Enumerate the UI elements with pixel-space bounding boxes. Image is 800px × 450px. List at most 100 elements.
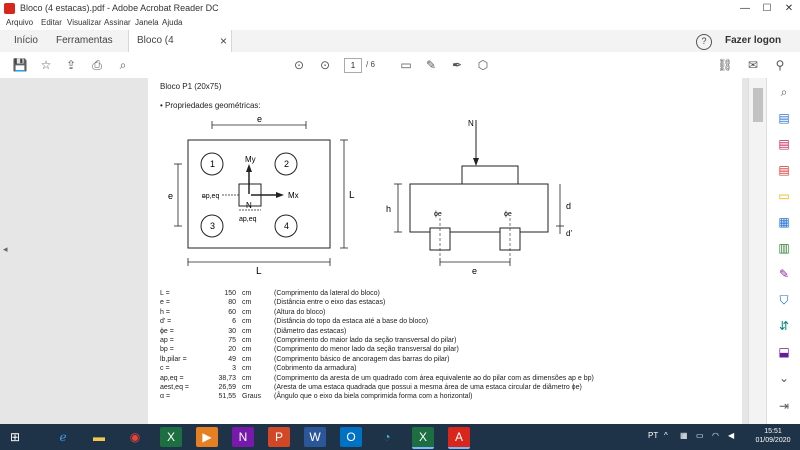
pile-1: [200, 152, 224, 176]
n-label: N: [246, 201, 252, 210]
page-heading: Bloco P1 (20x75): [160, 82, 222, 91]
section-d-prime-label: d': [566, 229, 572, 238]
save-icon[interactable]: 💾: [12, 58, 28, 72]
menu-item-ajuda[interactable]: Ajuda: [162, 18, 183, 27]
menu-item-janela[interactable]: Janela: [135, 18, 159, 27]
close-button[interactable]: ✕: [784, 3, 794, 14]
taskbar-clock[interactable]: 15:51 01/09/2020: [748, 427, 798, 445]
media-player-icon[interactable]: ▶: [196, 427, 218, 447]
tray-chevron-icon[interactable]: ^: [664, 431, 668, 440]
pile-2: [274, 152, 298, 176]
comment-icon[interactable]: ▭: [400, 58, 412, 72]
tray-volume-icon[interactable]: ◀: [728, 431, 735, 440]
tray-network-icon[interactable]: ▦: [680, 431, 688, 440]
page-number-input[interactable]: 1: [344, 58, 362, 73]
left-panel-toggle-icon[interactable]: ◂: [3, 244, 8, 254]
menu-item-visualizar[interactable]: Visualizar: [67, 18, 102, 27]
print-icon[interactable]: ⎙: [92, 58, 102, 72]
menu-item-editar[interactable]: Editar: [41, 18, 62, 27]
comment-tool-icon[interactable]: ▭: [778, 189, 790, 203]
section-phi-right-label: ϕe: [504, 211, 512, 218]
search-icon[interactable]: ⌕: [780, 85, 788, 99]
pdf-page: Bloco P1 (20x75) • Propriedades geométri…: [148, 78, 742, 424]
pile-2-label: 2: [284, 159, 289, 169]
menu-item-arquivo[interactable]: Arquivo: [6, 18, 34, 27]
page-down-icon[interactable]: ⊙: [319, 58, 331, 72]
bookmark-star-icon[interactable]: ☆: [40, 58, 52, 72]
page-total: / 6: [366, 60, 375, 69]
dim-L-right-label: L: [349, 190, 355, 201]
vertical-scrollbar[interactable]: [748, 78, 767, 424]
sign-in-button[interactable]: Fazer logon: [725, 35, 782, 46]
add-user-icon[interactable]: ⚲: [775, 58, 785, 72]
create-pdf-icon[interactable]: ▤: [778, 137, 790, 151]
clock-time: 15:51: [764, 428, 782, 435]
title-bar: Bloco (4 estacas).pdf - Adobe Acrobat Re…: [0, 0, 800, 19]
windows-taskbar: ⊞ ℯ ▬ ◉ X ▶ N P W O ◔ X A PT ^ ▦ ▭ ◠ ◀ 1…: [0, 424, 800, 450]
help-icon[interactable]: ?: [696, 34, 712, 50]
upload-cloud-icon[interactable]: ⇪: [65, 58, 77, 72]
tab-close-icon[interactable]: ×: [220, 34, 228, 48]
share-link-icon[interactable]: ⛓: [717, 58, 733, 72]
edit-pdf-icon[interactable]: ▤: [778, 163, 790, 177]
scrollbar-thumb[interactable]: [753, 88, 763, 122]
edge-browser-icon[interactable]: ◔: [383, 430, 391, 444]
email-icon[interactable]: ✉: [747, 58, 759, 72]
chrome-icon[interactable]: ◉: [129, 430, 141, 444]
page-up-icon[interactable]: ⊙: [293, 58, 305, 72]
tray-wifi-icon[interactable]: ◠: [712, 431, 719, 440]
tray-battery-icon[interactable]: ▭: [696, 431, 704, 440]
word-icon[interactable]: W: [304, 427, 326, 447]
chevron-down-icon[interactable]: ⌄: [778, 371, 790, 385]
protect-shield-icon[interactable]: ⛉: [779, 293, 789, 307]
file-explorer-icon[interactable]: ▬: [93, 430, 105, 444]
toolbar: 💾 ☆ ⇪ ⎙ ⌕ ⊙ ⊙ ▭ ✎ ✒ ⬡ ⛓ ✉ ⚲: [0, 52, 800, 79]
page-subheading: • Propriedades geométricas:: [160, 101, 261, 110]
acrobat-logo-icon: [4, 3, 15, 14]
optimize-icon[interactable]: ⇵: [778, 319, 790, 333]
export-pdf-icon[interactable]: ▤: [778, 111, 790, 125]
minimize-button[interactable]: —: [740, 3, 750, 14]
excel-icon[interactable]: X: [160, 427, 182, 447]
maximize-button[interactable]: ☐: [762, 3, 772, 14]
fill-sign-icon[interactable]: ⬡: [477, 58, 489, 72]
language-indicator[interactable]: PT: [648, 431, 659, 440]
tab-document[interactable]: Bloco (4 estacas).pdf: [128, 30, 232, 68]
excel-active-icon[interactable]: X: [412, 427, 434, 449]
section-d-label: d: [566, 201, 571, 211]
right-tools-panel: ⌕ ▤ ▤ ▤ ▭ ▦ ▥ ✎ ⛉ ⇵ ⬓ ⌄ ⇥: [766, 78, 800, 424]
start-windows-icon[interactable]: ⊞: [9, 430, 21, 444]
zoom-search-icon[interactable]: ⌕: [119, 58, 127, 72]
section-n-label: N: [468, 119, 474, 128]
highlight-pen-icon[interactable]: ✎: [425, 58, 437, 72]
section-phi-left-label: ϕe: [434, 211, 442, 218]
organize-pages-icon[interactable]: ▥: [778, 241, 790, 255]
combine-files-icon[interactable]: ▦: [778, 215, 790, 229]
pile-4-label: 4: [284, 221, 289, 231]
mx-label: Mx: [288, 191, 299, 200]
more-tools-icon[interactable]: ⬓: [778, 345, 790, 359]
outlook-icon[interactable]: O: [340, 427, 362, 447]
tab-tools[interactable]: Ferramentas: [56, 35, 113, 46]
acrobat-taskbar-icon[interactable]: A: [448, 427, 470, 449]
fill-sign-tool-icon[interactable]: ✎: [778, 267, 790, 281]
pile-3: [200, 214, 224, 238]
menu-item-assinar[interactable]: Assinar: [104, 18, 131, 27]
section-e-label: e: [472, 266, 477, 276]
ie-browser-icon[interactable]: ℯ: [59, 430, 67, 444]
collapse-panel-icon[interactable]: ⇥: [778, 399, 790, 413]
sign-pen-icon[interactable]: ✒: [451, 58, 463, 72]
onenote-icon[interactable]: N: [232, 427, 254, 447]
powerpoint-icon[interactable]: P: [268, 427, 290, 447]
tab-home[interactable]: Início: [14, 35, 38, 46]
